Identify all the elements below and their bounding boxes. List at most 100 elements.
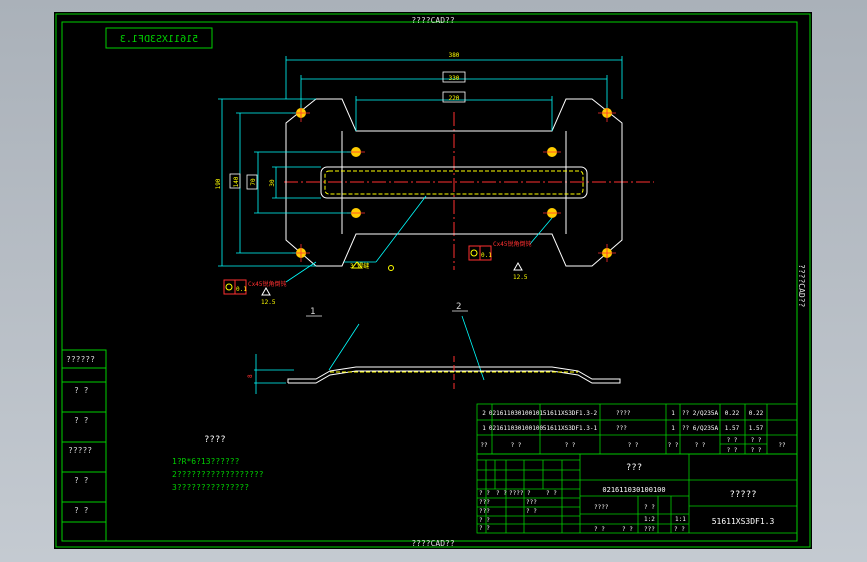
dim-box-140 [229,173,241,189]
bom-r2-desc: ??? [616,425,627,432]
left-cell-3: ? ? [74,416,89,425]
slot-outer [320,166,588,199]
bom-w-sub-1: ? ? [727,447,738,454]
dim-190: 190 [215,178,222,189]
tb-title: ??? [626,463,642,473]
hole-spec-left: Cx45锐角倒钝 [248,280,286,288]
tb-label-3: ? ? [479,517,490,524]
bom-r1-material: ?? 2/Q235A [682,410,719,417]
tb-sheet-3: ??? [644,526,655,533]
bom-w-sub-2: ? ? [751,447,762,454]
bom-h-name: ? ? [565,442,576,449]
part-balloon-2: 2 [456,302,461,312]
drawing-canvas: ????CAD?? ????CAD?? ????CAD?? 51611XS3DF… [54,12,812,549]
frame-bottom-label: ????CAD?? [411,539,455,548]
tb-label-1: ??? [479,499,490,506]
dim-330: 330 [449,75,460,82]
dim-380: 380 [449,52,460,59]
side-dim: 8 [247,374,254,378]
bom-r1-code: 021611030100101 [489,410,544,417]
bom-r1-w1: 0.22 [725,410,740,417]
inner-frame [61,21,798,542]
tb-rev-3: ???? ? [509,490,531,497]
dim-220: 220 [449,95,460,102]
notes-heading: ???? [204,435,226,445]
roughness-left: 12.5 [261,299,276,306]
code-box [105,27,213,49]
left-cell-6: ? ? [74,506,89,515]
hole-spec-right: Cx45锐角倒钝 [493,240,531,248]
outer-frame [55,13,811,548]
tb-company: ????? [729,490,756,500]
note-1: 1?R*6?13?????? [172,457,240,466]
left-cell-5: ? ? [74,476,89,485]
bom-h-material: ? ? [695,442,706,449]
left-strip: ?????? ? ? ? ? ????? ? ? ? ? [61,349,107,542]
bom-h-no: ?? [480,442,488,449]
dimensions [218,56,623,381]
bom-h-w2: ? ? [751,437,762,444]
tb-label-8: ? ? [526,508,537,515]
dim-box-70 [246,174,258,190]
mirrored-code: 51611XS3DF1.3 [120,34,198,45]
bom-h-qty: ? ? [668,442,679,449]
dim-70: 70 [250,178,257,186]
tb-scale: 1:1 [675,516,686,523]
tb-weight: 1:2 [644,516,655,523]
dim-140: 140 [233,176,240,187]
tb-rev-1: ? ? [479,490,490,497]
frame-right-label: ????CAD?? [797,264,806,308]
tb-label-2: ??? [479,508,490,515]
slot-inner-weld [324,170,584,195]
bom-h-note: ?? [778,442,786,449]
plate-outline [285,98,623,267]
tb-sheet-4: ? ? [674,526,685,533]
left-cell-2: ? ? [74,386,89,395]
tb-drawing-no: 51611XS3DF1.3 [712,517,775,526]
top-view [284,98,654,270]
title-block [476,453,798,534]
tb-label-6: ? ? [644,504,655,511]
tb-label-7: ??? [526,499,537,506]
bom-r2-name: 51611XS3DF1.3-1 [543,425,598,432]
bom-r2-w1: 1.57 [725,425,740,432]
datum-right: 0.1 [481,252,492,259]
bom-r1-name: 51611XS3DF1.3-2 [543,410,598,417]
roughness-right: 12.5 [513,274,528,281]
tb-label-5: ???? [594,504,609,511]
dim-30: 30 [269,179,276,187]
weld-callout: 3 焊缝 [350,261,394,271]
bom-r2-w2: 1.57 [749,425,764,432]
tb-rev-2: ? ? [496,490,507,497]
dim-box-220 [442,91,466,103]
frame-top-label: ????CAD?? [411,16,455,25]
bom-h-w1: ? ? [727,437,738,444]
bom-r2-code: 021611030100100 [489,425,544,432]
bom-h-desc: ? ? [628,442,639,449]
bom-r1-no: 2 [482,410,486,417]
bom-r1-qty: 1 [671,410,675,417]
note-2: 2?????????????????? [172,470,264,479]
bom-r1-desc: ???? [616,410,631,417]
bom-r2-material: ?? 6/Q235A [682,425,719,432]
hole-callout-left: 0.1 Cx45锐角倒钝 12.5 [223,279,286,306]
tb-doc-code: 021611030100100 [602,486,665,494]
tb-rev-4: ? ? [546,490,557,497]
left-cell-4: ????? [68,446,92,455]
weld-text: 3 焊缝 [350,262,369,270]
part-balloon-1: 1 [310,307,315,317]
bom-r2-no: 1 [482,425,486,432]
datum-left: 0.1 [236,286,247,293]
bom-h-code: ? ? [511,442,522,449]
bom-r2-qty: 1 [671,425,675,432]
side-view: 8 [247,354,621,394]
tb-sheet-2: ? ? [622,526,633,533]
left-cell-1: ?????? [66,355,95,364]
tb-label-4: ? ? [479,525,490,532]
cad-drawing: ????CAD?? ????CAD?? ????CAD?? 51611XS3DF… [55,13,811,548]
dim-box-330 [442,71,466,83]
hole-callout-right: 0.1 Cx45锐角倒钝 12.5 [468,240,531,281]
note-3: 3??????????????? [172,483,249,492]
bom-r1-w2: 0.22 [749,410,764,417]
tb-sheet-1: ? ? [594,526,605,533]
